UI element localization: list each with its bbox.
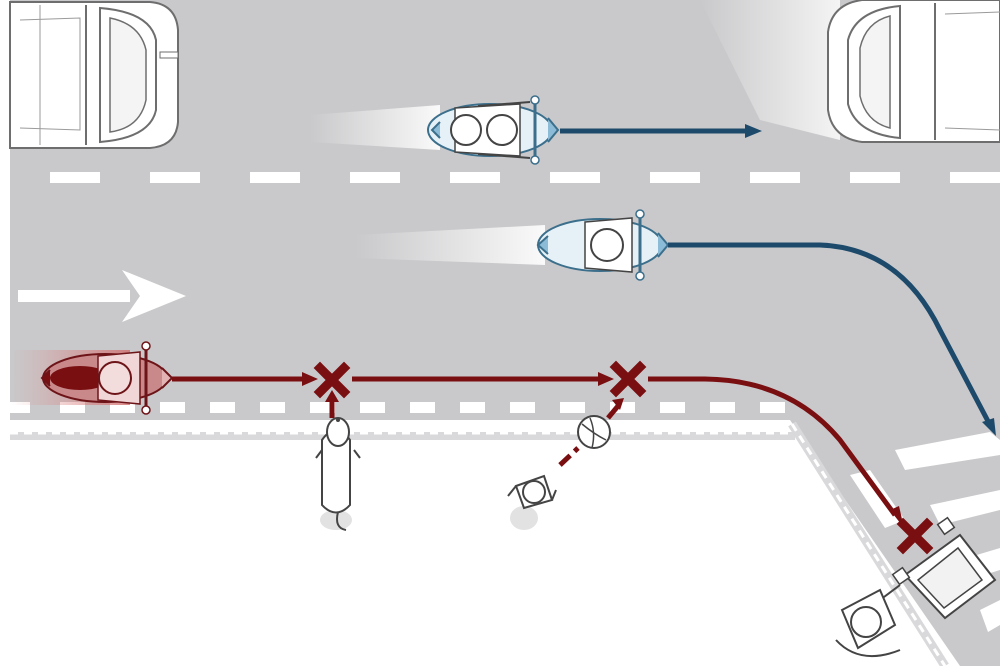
arrow-icon (982, 418, 996, 436)
pedestrian-icon (835, 588, 901, 657)
left-margin (0, 0, 10, 666)
x-mark-icon (896, 517, 934, 555)
dog-icon (315, 390, 361, 531)
ball-icon (558, 398, 624, 467)
stroller-icon (879, 516, 997, 620)
curb-dashes (10, 432, 795, 440)
motorcycle-icon (536, 209, 670, 281)
hazard-path (172, 372, 904, 528)
headlight-glow (700, 0, 840, 140)
headlight-beam (310, 105, 440, 150)
car-icon (9, 0, 179, 149)
arrow-right-icon (18, 270, 186, 322)
sidewalk (10, 425, 945, 666)
x-mark-icon (313, 361, 351, 399)
child-icon (507, 474, 557, 530)
arrow-right-icon (745, 124, 762, 138)
edge-lane-line (10, 402, 785, 413)
x-mark-icon (609, 360, 647, 398)
headlight-beam (355, 225, 545, 265)
motorcycle-icon (427, 95, 560, 165)
safe-path-turn (668, 242, 993, 427)
center-lane-line (50, 172, 1000, 183)
motorcycle-icon (40, 341, 174, 415)
car-icon (827, 0, 1000, 143)
